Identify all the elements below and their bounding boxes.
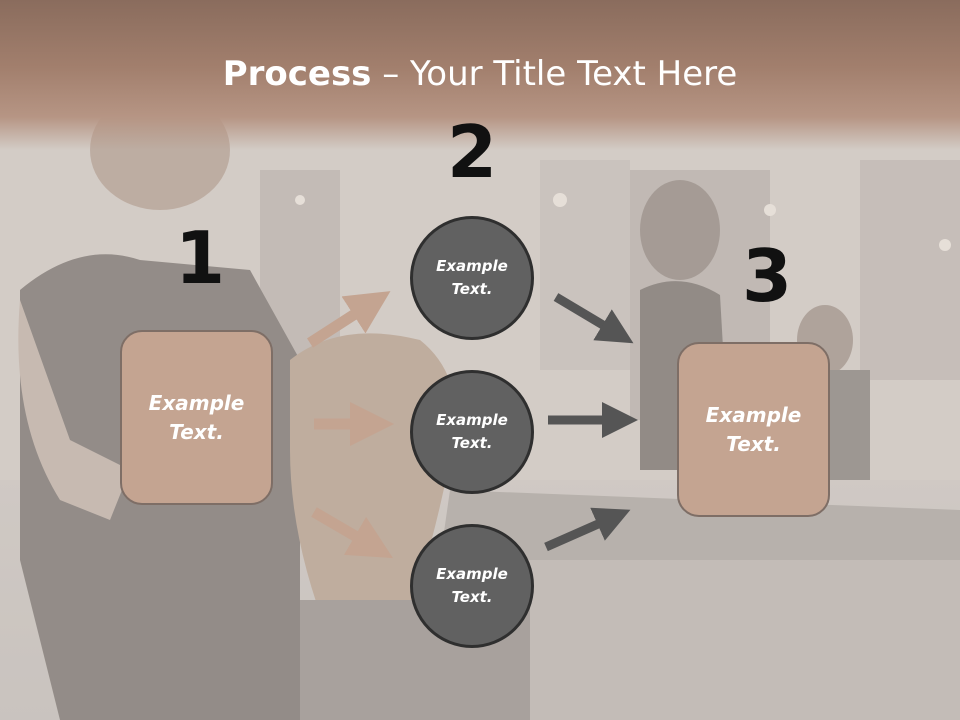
arrow-to-bottom-circle [311,507,394,559]
arrow-from-top-circle [553,293,634,344]
title-bold: Process [222,54,372,94]
middle-circle-text: Example Text. [436,411,508,452]
top-circle-text: Example Text. [436,257,508,298]
top-circle[interactable]: Example Text. [410,216,534,340]
title-rest: – Your Title Text Here [371,54,738,94]
arrow-to-top-circle [307,291,391,348]
right-step-box[interactable]: Example Text. [677,342,830,517]
bottom-circle-text: Example Text. [436,565,508,606]
step-number-2: 2 [446,110,498,194]
bottom-circle[interactable]: Example Text. [410,524,534,648]
title-bar [0,0,960,150]
middle-circle[interactable]: Example Text. [410,370,534,494]
slide-title: Process – Your Title Text Here [0,52,960,96]
step-number-3: 3 [741,234,793,318]
right-box-text: Example Text. [705,402,802,456]
step-number-1: 1 [174,216,226,300]
left-box-text: Example Text. [148,390,245,444]
arrow-from-bottom-circle [544,507,631,552]
left-step-box[interactable]: Example Text. [120,330,273,505]
